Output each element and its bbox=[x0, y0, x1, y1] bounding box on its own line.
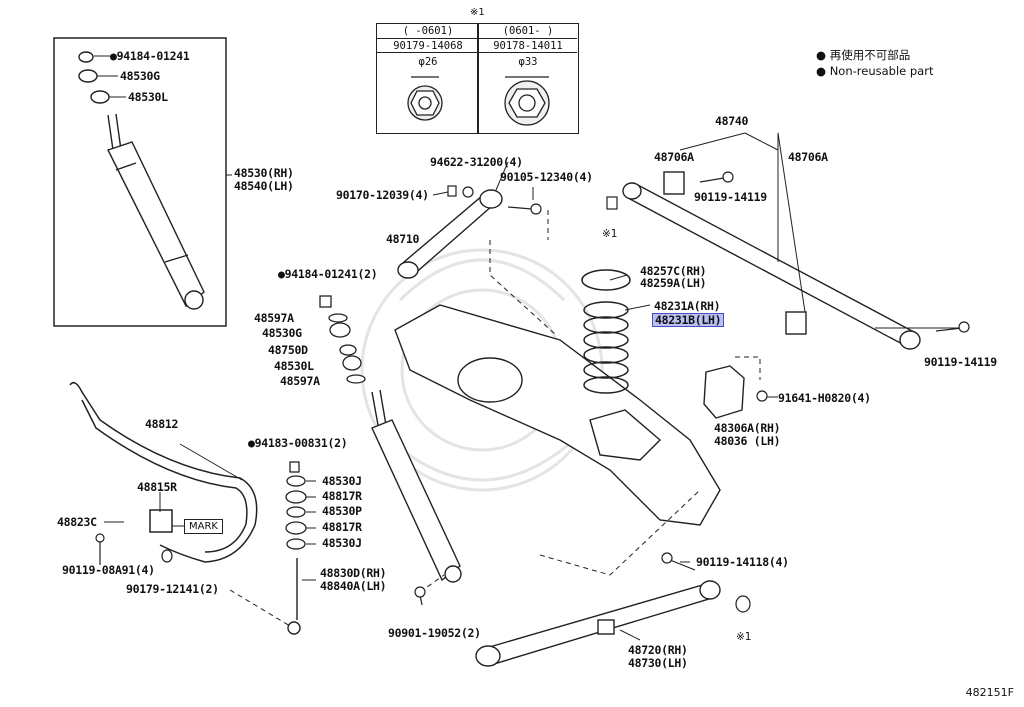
label-48830d: 48830D(RH) bbox=[320, 566, 387, 580]
label-94183: ●94183-00831(2) bbox=[248, 436, 348, 450]
label-90170: 90170-12039(4) bbox=[336, 188, 429, 202]
label-48597a-1: 48597A bbox=[254, 311, 294, 325]
watermark-emblem bbox=[360, 248, 604, 492]
label-48840a: 48840A(LH) bbox=[320, 579, 387, 593]
bolt-size-table: ( -0601) (0601- ) 90179-14068 90178-1401… bbox=[376, 23, 579, 134]
table-col1-part: 90179-14068 bbox=[393, 40, 463, 52]
label-90119-14119-a: 90119-14119 bbox=[694, 190, 767, 204]
label-48257c: 48257C(RH) bbox=[640, 264, 707, 278]
label-48540-lh: 48540(LH) bbox=[234, 179, 294, 193]
label-48597a-2: 48597A bbox=[280, 374, 320, 388]
label-90179-12141: 90179-12141(2) bbox=[126, 582, 219, 596]
table-col2-size: φ33 bbox=[518, 56, 538, 68]
label-90119-08a91: 90119-08A91(4) bbox=[62, 563, 155, 577]
label-48720: 48720(RH) bbox=[628, 643, 688, 657]
label-90119-14118: 90119-14118(4) bbox=[696, 555, 789, 569]
label-48231b-highlighted[interactable]: 48231B(LH) bbox=[652, 313, 725, 327]
label-48710: 48710 bbox=[386, 232, 420, 246]
label-48706a-right: 48706A bbox=[788, 150, 828, 164]
leader-lines bbox=[94, 55, 960, 641]
lower-control-arm bbox=[475, 580, 721, 667]
stabilizer-link bbox=[287, 558, 301, 635]
label-94184-top: ●94184-01241 bbox=[110, 49, 190, 63]
label-48530g-2: 48530G bbox=[262, 326, 302, 340]
label-48530j-2: 48530J bbox=[322, 536, 362, 550]
label-48730: 48730(LH) bbox=[628, 656, 688, 670]
table-col2-part: 90178-14011 bbox=[493, 40, 563, 52]
label-star1-b: ※1 bbox=[736, 631, 752, 643]
label-90901: 90901-19052(2) bbox=[388, 626, 481, 640]
label-48817r-2: 48817R bbox=[322, 520, 362, 534]
shock-detail-box bbox=[53, 37, 227, 327]
label-48530l-top: 48530L bbox=[128, 90, 168, 104]
label-48706a-left: 48706A bbox=[654, 150, 694, 164]
label-48530l-2: 48530L bbox=[274, 359, 314, 373]
table-col1-size: φ26 bbox=[418, 56, 438, 68]
label-48812: 48812 bbox=[145, 417, 179, 431]
table-col1-header: ( -0601) bbox=[402, 25, 454, 37]
stabilizer-bar bbox=[69, 381, 258, 563]
label-90119-14119-b: 90119-14119 bbox=[924, 355, 997, 369]
diagram-code: 482151F bbox=[965, 686, 1014, 699]
mark-box: MARK bbox=[184, 519, 223, 534]
label-91641: 91641-H0820(4) bbox=[778, 391, 871, 405]
label-94184-2: ●94184-01241(2) bbox=[278, 267, 378, 281]
fasteners bbox=[95, 171, 970, 613]
upper-shock-absorber bbox=[78, 51, 205, 310]
lower-shock-absorber bbox=[371, 389, 462, 583]
label-94622: 94622-31200(4) bbox=[430, 155, 523, 169]
label-48823c: 48823C bbox=[57, 515, 97, 529]
label-48259a: 48259A(LH) bbox=[640, 276, 707, 290]
bushing-stack bbox=[285, 461, 307, 550]
label-48817r-1: 48817R bbox=[322, 489, 362, 503]
label-48750d: 48750D bbox=[268, 343, 308, 357]
label-48036: 48036 (LH) bbox=[714, 434, 781, 448]
label-48740: 48740 bbox=[715, 114, 749, 128]
label-48530-rh: 48530(RH) bbox=[234, 166, 294, 180]
lateral-control-rod bbox=[622, 171, 921, 350]
label-48530p: 48530P bbox=[322, 504, 362, 518]
legend-jp: ● 再使用不可部品 bbox=[816, 48, 911, 62]
table-col2-header: (0601- ) bbox=[502, 25, 554, 37]
axle-housing bbox=[394, 304, 721, 526]
legend-en: ● Non-reusable part bbox=[816, 64, 934, 78]
label-90105: 90105-12340(4) bbox=[500, 170, 593, 184]
upper-control-rod bbox=[397, 189, 503, 279]
bump-stopper bbox=[703, 365, 745, 419]
table-note-mark: ※1 bbox=[470, 7, 485, 18]
label-48530g-top: 48530G bbox=[120, 69, 160, 83]
label-48231a: 48231A(RH) bbox=[654, 299, 721, 313]
label-48815r: 48815R bbox=[137, 480, 177, 494]
label-48306a: 48306A(RH) bbox=[714, 421, 781, 435]
upper-bushing-stack bbox=[319, 295, 366, 384]
label-48530j-1: 48530J bbox=[322, 474, 362, 488]
coil-spring bbox=[581, 269, 631, 394]
label-star1-a: ※1 bbox=[602, 228, 618, 240]
